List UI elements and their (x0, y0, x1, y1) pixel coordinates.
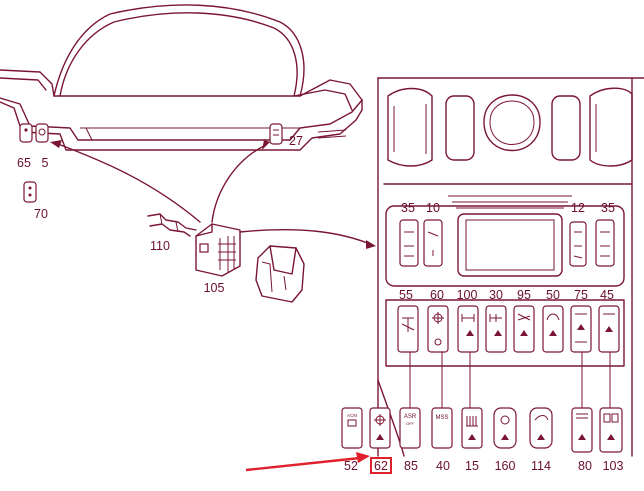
label-40: 40 (436, 459, 450, 473)
switch-50 (542, 305, 564, 353)
switch-103 (599, 407, 623, 453)
switch-70-icon (23, 181, 37, 203)
label-12: 12 (571, 201, 585, 215)
label-45: 45 (600, 288, 614, 302)
label-105: 105 (204, 281, 225, 295)
callout-arrows (50, 140, 376, 249)
switch-160 (493, 407, 517, 449)
label-35-left: 35 (401, 201, 415, 215)
label-110: 110 (150, 239, 170, 253)
label-103: 103 (603, 459, 624, 473)
label-5: 5 (42, 156, 49, 170)
label-95: 95 (517, 288, 531, 302)
highlight-box-62 (370, 457, 392, 474)
bottom-switch-row: ACM ASR OFF MSS (341, 407, 623, 453)
switch-15 (461, 407, 483, 449)
switch-62 (369, 407, 391, 449)
rocker-switch-icon (255, 245, 305, 303)
label-10: 10 (426, 201, 440, 215)
switch-114 (529, 407, 553, 449)
label-80: 80 (578, 459, 592, 473)
connector-block-105-icon (195, 223, 241, 277)
asr-off-text: OFF (406, 421, 415, 426)
connector-110-icon (147, 213, 197, 237)
center-console-icon (377, 77, 644, 457)
label-60: 60 (430, 288, 444, 302)
red-pointer-arrow-icon (245, 452, 370, 472)
switch-85 (399, 407, 421, 449)
switch-30 (485, 305, 507, 353)
label-100: 100 (457, 288, 478, 302)
leader-lines (409, 352, 611, 408)
label-65: 65 (17, 156, 31, 170)
acm-text: ACM (347, 413, 357, 418)
label-55: 55 (399, 288, 413, 302)
label-30: 30 (489, 288, 503, 302)
asr-text: ASR (404, 414, 417, 420)
switch-40 (431, 407, 453, 449)
label-62: 62 (374, 459, 388, 473)
switch-80 (571, 407, 593, 453)
instrument-cluster-icon (0, 4, 363, 151)
label-35-right: 35 (601, 201, 615, 215)
label-70: 70 (34, 207, 48, 221)
label-50: 50 (546, 288, 560, 302)
mss-text: MSS (435, 415, 448, 421)
label-85: 85 (404, 459, 418, 473)
label-160: 160 (495, 459, 516, 473)
switch-100 (457, 305, 479, 353)
label-15: 15 (465, 459, 479, 473)
switch-95 (513, 305, 535, 353)
label-27: 27 (289, 134, 303, 148)
label-75: 75 (574, 288, 588, 302)
console-switch-row (397, 305, 620, 353)
switch-52 (341, 407, 363, 449)
label-52: 52 (344, 459, 358, 473)
label-114: 114 (531, 459, 551, 473)
